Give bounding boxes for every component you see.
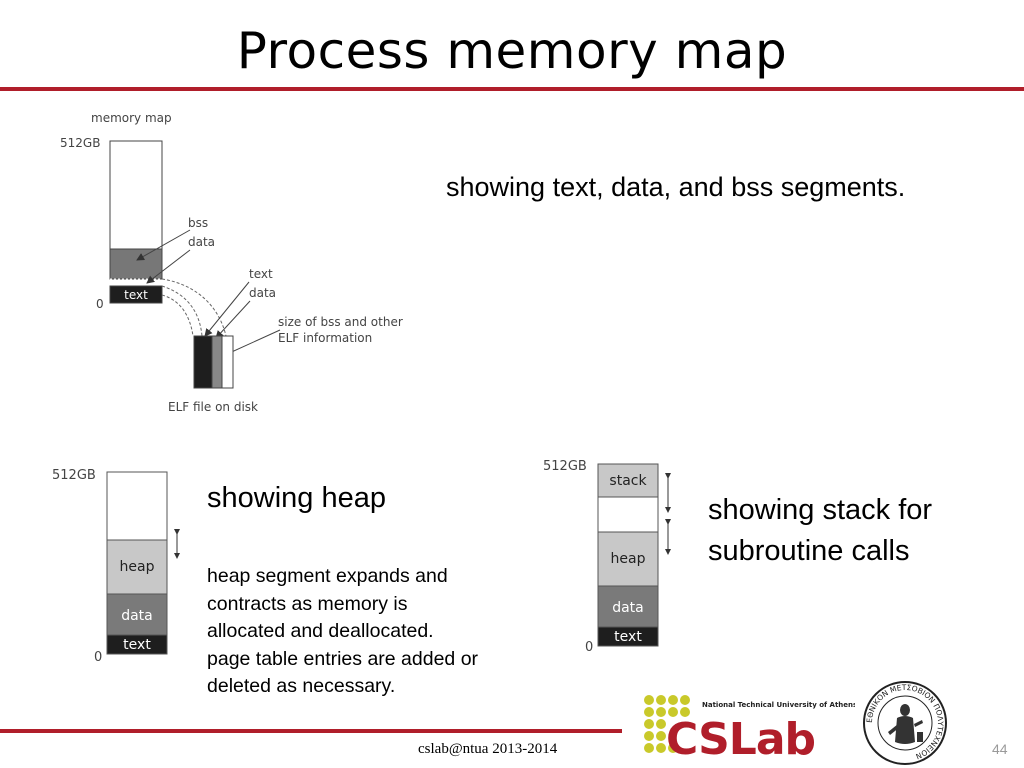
stack-label: stack — [609, 473, 647, 489]
memory-map-caption: memory map — [91, 111, 172, 125]
memory-map-diagram: memory map 512GB 0 text bss data text da… — [60, 111, 403, 414]
heap-desc-line-5: deleted as necessary. — [207, 675, 396, 697]
segments-note: showing text, data, and bss segments. — [446, 172, 906, 202]
heap-desc-line-3: allocated and deallocated. — [207, 620, 434, 642]
zero-address-label: 0 — [96, 297, 104, 311]
heap-desc-line-2: contracts as memory is — [207, 592, 408, 615]
data-label: data — [612, 600, 644, 616]
bss-label: bss — [188, 216, 208, 230]
elf-text-block — [193, 335, 213, 389]
text-label: text — [614, 629, 642, 645]
heap-description: heap segment expands and contracts as me… — [207, 563, 537, 701]
heap-title: showing heap — [207, 482, 386, 514]
zero-address-label: 0 — [94, 650, 102, 665]
text-segment-label: text — [124, 288, 148, 302]
elf-info-label-2: ELF information — [278, 331, 372, 345]
title-rule — [0, 87, 1024, 91]
heap-diagram: 512GB 0 heap data text — [52, 468, 180, 665]
stack-diagram: 512GB 0 stack heap data text — [543, 459, 671, 655]
stack-segment — [597, 463, 659, 498]
stack-title: showing stack for subroutine calls — [708, 494, 933, 567]
cslab-wordmark: CSLab — [666, 714, 815, 762]
bss-data-segment — [109, 248, 163, 280]
free-region — [109, 140, 163, 250]
heap-desc-line-1: heap segment expands and — [207, 565, 448, 587]
institution-label: National Technical University of Athens — [702, 701, 855, 709]
footer-text: cslab@ntua 2013-2014 — [418, 741, 558, 757]
text-segment — [106, 634, 168, 655]
cslab-logo: National Technical University of Athens … — [644, 695, 855, 762]
university-seal-icon: ΕΘΝΙΚΟΝ ΜΕΤΣΟΒΙΟΝ ΠΟΛΥΤΕΧΝΕΙΟΝ — [863, 681, 947, 765]
elf-data-block — [211, 335, 223, 389]
heap-label: heap — [120, 559, 155, 575]
free-region — [106, 471, 168, 541]
slide-title: Process memory map — [236, 22, 788, 80]
top-address-label: 512GB — [52, 468, 96, 483]
footer-rule — [0, 729, 622, 733]
heap-segment — [597, 531, 659, 587]
zero-address-label: 0 — [585, 640, 593, 655]
elf-info-block — [221, 335, 234, 389]
heap-segment — [106, 539, 168, 595]
data-segment — [597, 585, 659, 628]
page-number: 44 — [992, 741, 1008, 757]
heap-desc-line-4: page table entries are added or — [207, 647, 479, 670]
elf-info-label-1: size of bss and other — [278, 315, 403, 329]
dot-grid-icon — [644, 695, 690, 753]
elf-data-label: data — [249, 286, 276, 300]
top-address-label: 512GB — [60, 136, 100, 150]
elf-file-caption: ELF file on disk — [168, 400, 258, 414]
free-region — [597, 496, 659, 533]
text-segment — [597, 626, 659, 647]
data-label: data — [121, 608, 153, 624]
text-segment — [109, 285, 163, 304]
data-label: data — [188, 235, 215, 249]
heap-label: heap — [611, 551, 646, 567]
elf-text-label: text — [249, 267, 273, 281]
text-label: text — [123, 637, 151, 653]
top-address-label: 512GB — [543, 459, 587, 474]
data-segment — [106, 593, 168, 636]
